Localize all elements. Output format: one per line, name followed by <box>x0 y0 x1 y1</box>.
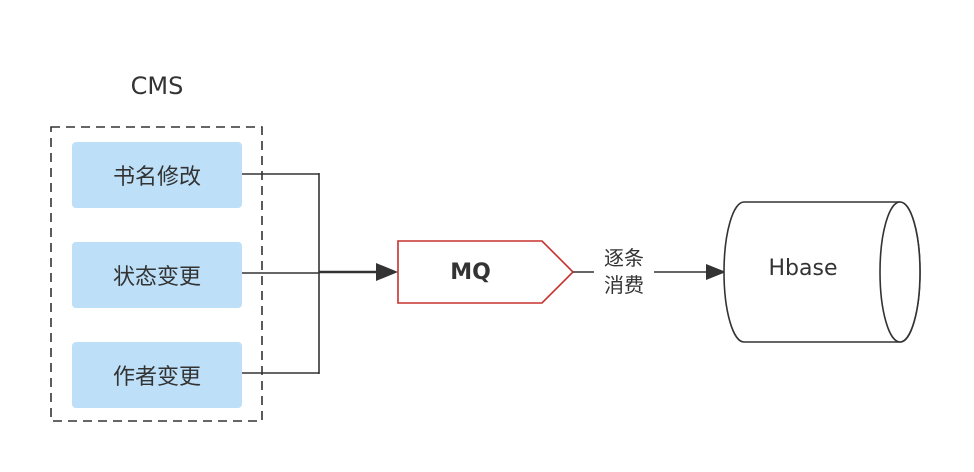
hbase-cylinder-end <box>879 201 921 343</box>
source-label: 书名修改 <box>112 165 201 190</box>
consume-edge-label: 逐条 消费 <box>594 245 654 299</box>
source-rename-book: 书名修改 <box>72 142 242 208</box>
cms-group-border <box>50 126 263 422</box>
source-label: 作者变更 <box>112 365 201 390</box>
hbase-label: Hbase <box>768 256 838 281</box>
edge-label-line-2: 消费 <box>604 273 644 297</box>
cms-group-title: CMS <box>130 72 184 100</box>
source-author-change: 作者变更 <box>72 342 242 408</box>
source-label: 状态变更 <box>112 265 201 290</box>
mq-node <box>397 240 575 304</box>
edge-label-line-1: 逐条 <box>604 246 644 270</box>
source-status-change: 状态变更 <box>72 242 242 308</box>
arrowhead-mq <box>376 263 398 281</box>
arrowhead-hbase <box>706 264 726 280</box>
mq-label: MQ <box>450 259 491 285</box>
